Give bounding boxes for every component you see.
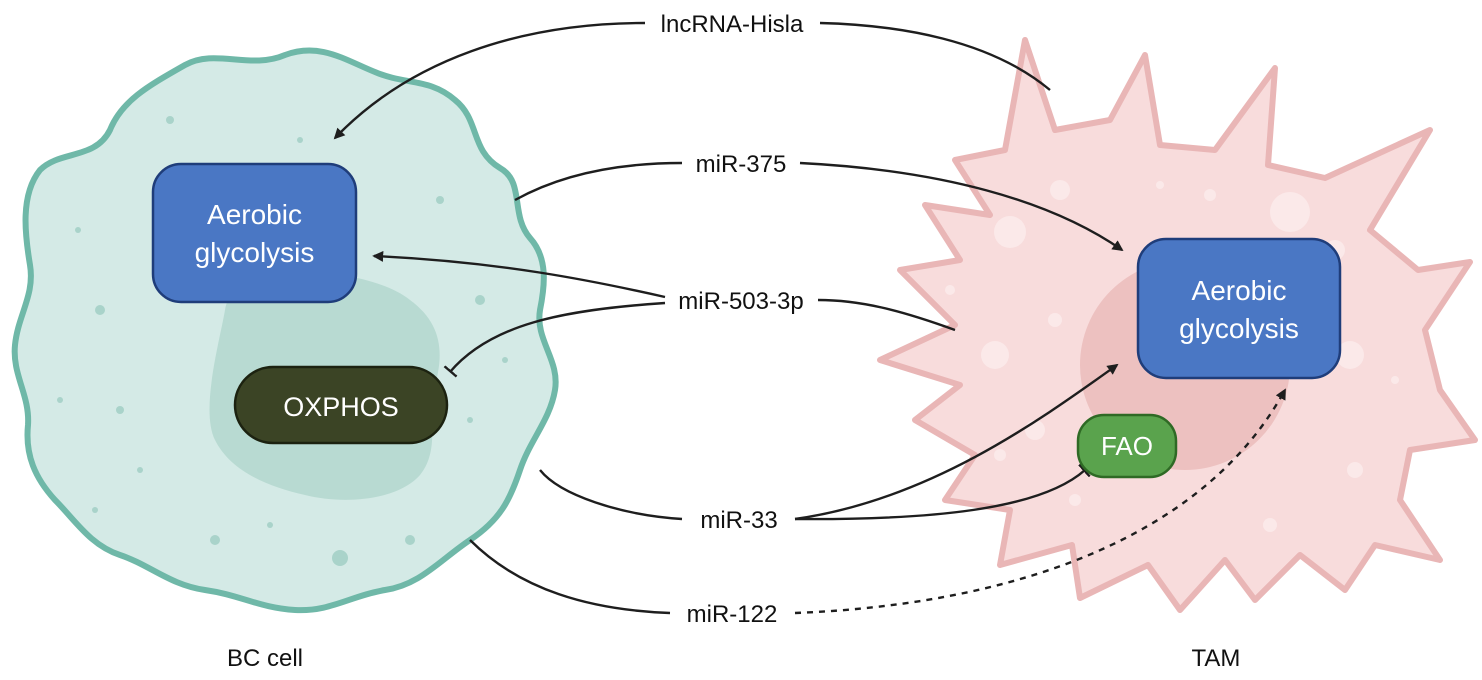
arrow-mir503-glycolysis: [372, 250, 666, 299]
arrow-mir122-target: [794, 388, 1287, 615]
fao-label: FAO: [1101, 431, 1153, 461]
tam-cell-label: TAM: [1192, 645, 1241, 672]
bc-cell-label: BC cell: [227, 645, 303, 672]
mediator-labels: lncRNA-Hisla miR-375 miR-503-3p miR-33 m…: [661, 11, 804, 628]
arrow-lncrna-hisla-source: [819, 21, 1051, 91]
label-mir375: miR-375: [696, 151, 787, 178]
bc-glycolysis-label-line1: Aerobic: [207, 199, 302, 230]
fao-box: FAO: [1076, 413, 1178, 479]
inhibit-mir503-oxphos: [443, 301, 666, 378]
arrow-mir375-target: [799, 161, 1124, 252]
arrow-mir503-source: [817, 298, 956, 332]
arrow-mir375-source: [514, 161, 683, 202]
arrow-lncrna-hisla-target: [333, 21, 646, 140]
connectors: [333, 21, 1287, 615]
bc-cytoplasm-vesicles: [57, 116, 508, 566]
oxphos-label: OXPHOS: [283, 392, 399, 422]
tam-glycolysis-label-line1: Aerobic: [1192, 275, 1287, 306]
bc-glycolysis-label-line2: glycolysis: [195, 237, 315, 268]
label-mir122: miR-122: [687, 601, 778, 628]
bc-cell: [11, 47, 559, 614]
tam-glycolysis-box: Aerobic glycolysis: [1136, 237, 1342, 380]
label-mir33: miR-33: [700, 507, 777, 534]
arrow-mir33-source: [539, 469, 683, 521]
arrow-mir33-glycolysis: [794, 363, 1119, 521]
oxphos-box: OXPHOS: [233, 365, 449, 445]
arrow-mir122-source: [469, 539, 671, 615]
label-mir503-3p: miR-503-3p: [678, 288, 803, 315]
bc-glycolysis-box: Aerobic glycolysis: [151, 162, 358, 304]
tam-glycolysis-label-line2: glycolysis: [1179, 313, 1299, 344]
label-lncrna-hisla: lncRNA-Hisla: [661, 11, 804, 38]
inhibit-mir33-fao: [794, 463, 1091, 521]
